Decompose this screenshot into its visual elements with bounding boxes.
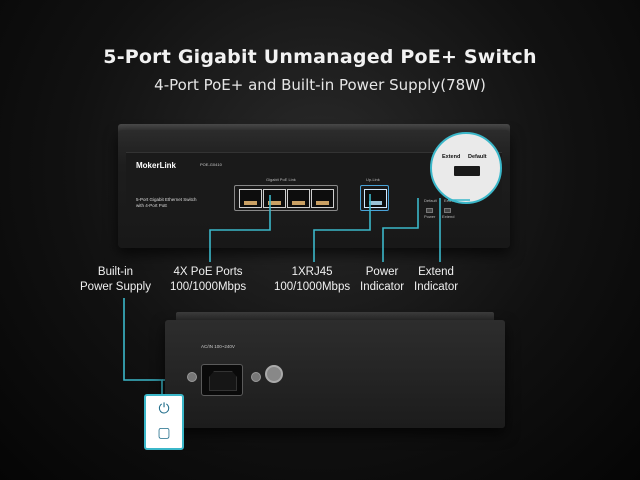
callout-power-indicator-line2: Indicator — [360, 281, 405, 293]
extend-led — [444, 208, 451, 213]
socket-screw-left — [187, 372, 197, 382]
socket-inner — [209, 371, 237, 391]
callout-power-supply-line2: Power Supply — [80, 281, 151, 293]
power-led-label: Power — [424, 214, 436, 219]
poe-callout-line — [209, 195, 271, 262]
callout-rj45: 1XRJ45 100/1000Mbps — [274, 265, 350, 295]
callout-poe-ports-line2: 100/1000Mbps — [170, 281, 247, 293]
product-title: 5-Port Gigabit Unmanaged PoE+ Switch — [103, 46, 537, 68]
power-supply-callout-line — [123, 298, 163, 394]
power-plug-icon: ⏻ — [158, 400, 170, 416]
callout-extend-indicator: Extend Indicator — [414, 265, 458, 295]
callout-power-indicator-line1: Power — [365, 266, 399, 278]
poe-group-label: Gigabit PoE Link — [266, 177, 296, 182]
uplink-group-label: Up-Link — [366, 177, 380, 182]
socket-screw-right — [251, 372, 261, 382]
callout-poe-ports: 4X PoE Ports 100/1000Mbps — [170, 265, 246, 295]
poe-port-3 — [287, 189, 310, 208]
power-led-callout-line — [382, 198, 419, 262]
poe-port-4 — [311, 189, 334, 208]
callout-rj45-line2: 100/1000Mbps — [274, 281, 351, 293]
poe-port-2 — [263, 189, 286, 208]
ac-input-label: AC/IN 100~240V — [201, 344, 235, 349]
callout-poe-ports-line1: 4X PoE Ports — [173, 266, 243, 278]
callout-extend-indicator-line1: Extend — [418, 266, 454, 278]
poe-port-group — [234, 185, 338, 211]
extend-switch-zoom: Extend Default — [430, 132, 502, 204]
ac-power-socket — [201, 364, 243, 396]
switch-left-label: Default — [424, 198, 437, 203]
extend-led-label: Extend — [442, 214, 455, 219]
poe-port-1 — [239, 189, 262, 208]
callout-power-indicator: Power Indicator — [360, 265, 404, 295]
power-led — [426, 208, 433, 213]
extend-dip-switch — [454, 166, 480, 176]
zoom-extend-label: Extend — [442, 154, 461, 160]
front-description-line2: with 4-Port PoE — [136, 203, 168, 208]
power-plug-box: ⏻ ▢ — [144, 394, 184, 450]
back-switch-panel: AC/IN 100~240V — [165, 320, 505, 428]
back-switch-top — [176, 312, 494, 322]
front-description-line1: 5-Port Gigabit Ethernet Switch — [136, 197, 197, 202]
callout-power-supply: Built-in Power Supply — [80, 265, 151, 295]
ground-icon — [265, 365, 283, 383]
front-description: 5-Port Gigabit Ethernet Switch with 4-Po… — [136, 197, 226, 209]
front-switch-top — [118, 124, 510, 134]
rj45-callout-line — [313, 194, 371, 262]
product-subtitle: 4-Port PoE+ and Built-in Power Supply(78… — [154, 76, 486, 94]
callout-extend-indicator-line2: Indicator — [414, 281, 459, 293]
callout-power-supply-line1: Built-in — [97, 266, 134, 278]
callout-rj45-line1: 1XRJ45 — [291, 266, 333, 278]
wall-outlet-icon: ▢ — [157, 424, 171, 440]
brand-logo: MokerLink — [136, 161, 177, 170]
zoom-default-label: Default — [468, 154, 487, 160]
model-number: POE-G0410 — [200, 162, 222, 167]
